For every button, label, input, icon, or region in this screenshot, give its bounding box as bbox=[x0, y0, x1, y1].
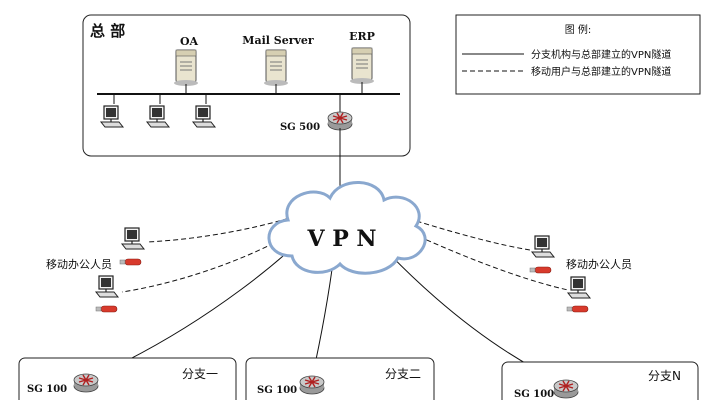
branch-2-router-icon bbox=[299, 375, 325, 395]
branch-1-router-icon bbox=[73, 373, 99, 393]
branch-n-box: 分支N SG 100 bbox=[501, 361, 699, 400]
usb-key-icon bbox=[95, 305, 118, 313]
vpn-cloud-label: V P N bbox=[306, 226, 376, 252]
mobile-pc-icon bbox=[567, 276, 591, 299]
server-label-mail: Mail Server bbox=[242, 34, 314, 47]
mobile-pc-icon bbox=[95, 275, 119, 298]
legend-title: 图 例: bbox=[565, 23, 592, 36]
branch-n-router-icon bbox=[553, 379, 579, 399]
branch-1-box: 分支一 SG 100 bbox=[18, 357, 237, 400]
mobile-pc-icon bbox=[531, 235, 555, 258]
mobile-users-right: 移动办公人员 bbox=[529, 235, 632, 313]
server-label-erp: ERP bbox=[349, 30, 375, 43]
usb-key-icon bbox=[119, 258, 142, 266]
branch-2-label: 分支二 bbox=[385, 367, 421, 381]
headquarters-box: 总 部 OA Mail Server ERP SG 500 bbox=[82, 14, 411, 157]
legend: 图 例: 分支机构与总部建立的VPN隧道 移动用户与总部建立的VPN隧道 bbox=[455, 14, 701, 95]
vpn-cloud-icon: V P N bbox=[267, 181, 427, 275]
server-label-oa: OA bbox=[180, 35, 199, 48]
hq-gateway-label: SG 500 bbox=[280, 122, 320, 133]
headquarters-title: 总 部 bbox=[90, 22, 125, 40]
branch-1-gateway-label: SG 100 bbox=[27, 384, 67, 395]
branch-n-label: 分支N bbox=[648, 369, 681, 383]
mobile-pc-icon bbox=[121, 227, 145, 250]
mobile-tunnel-line bbox=[121, 197, 341, 293]
erp-server-icon bbox=[349, 47, 375, 85]
mail-server-icon bbox=[263, 49, 289, 87]
usb-key-icon bbox=[566, 305, 589, 313]
mobile-users-right-label: 移动办公人员 bbox=[566, 258, 632, 271]
branch-2-box: 分支二 SG 100 bbox=[245, 357, 435, 400]
legend-solid-label: 分支机构与总部建立的VPN隧道 bbox=[531, 48, 671, 61]
branch-2-gateway-label: SG 100 bbox=[257, 385, 297, 396]
branch-1-label: 分支一 bbox=[182, 367, 218, 381]
oa-server-icon bbox=[173, 49, 199, 87]
mobile-users-left: 移动办公人员 bbox=[46, 227, 145, 313]
hq-gateway-router-icon bbox=[327, 111, 353, 131]
legend-dashed-label: 移动用户与总部建立的VPN隧道 bbox=[531, 65, 671, 78]
branch-n-gateway-label: SG 100 bbox=[514, 389, 554, 400]
mobile-users-left-label: 移动办公人员 bbox=[46, 258, 112, 271]
usb-key-icon bbox=[529, 266, 552, 274]
mobile-tunnel-line bbox=[339, 197, 531, 251]
